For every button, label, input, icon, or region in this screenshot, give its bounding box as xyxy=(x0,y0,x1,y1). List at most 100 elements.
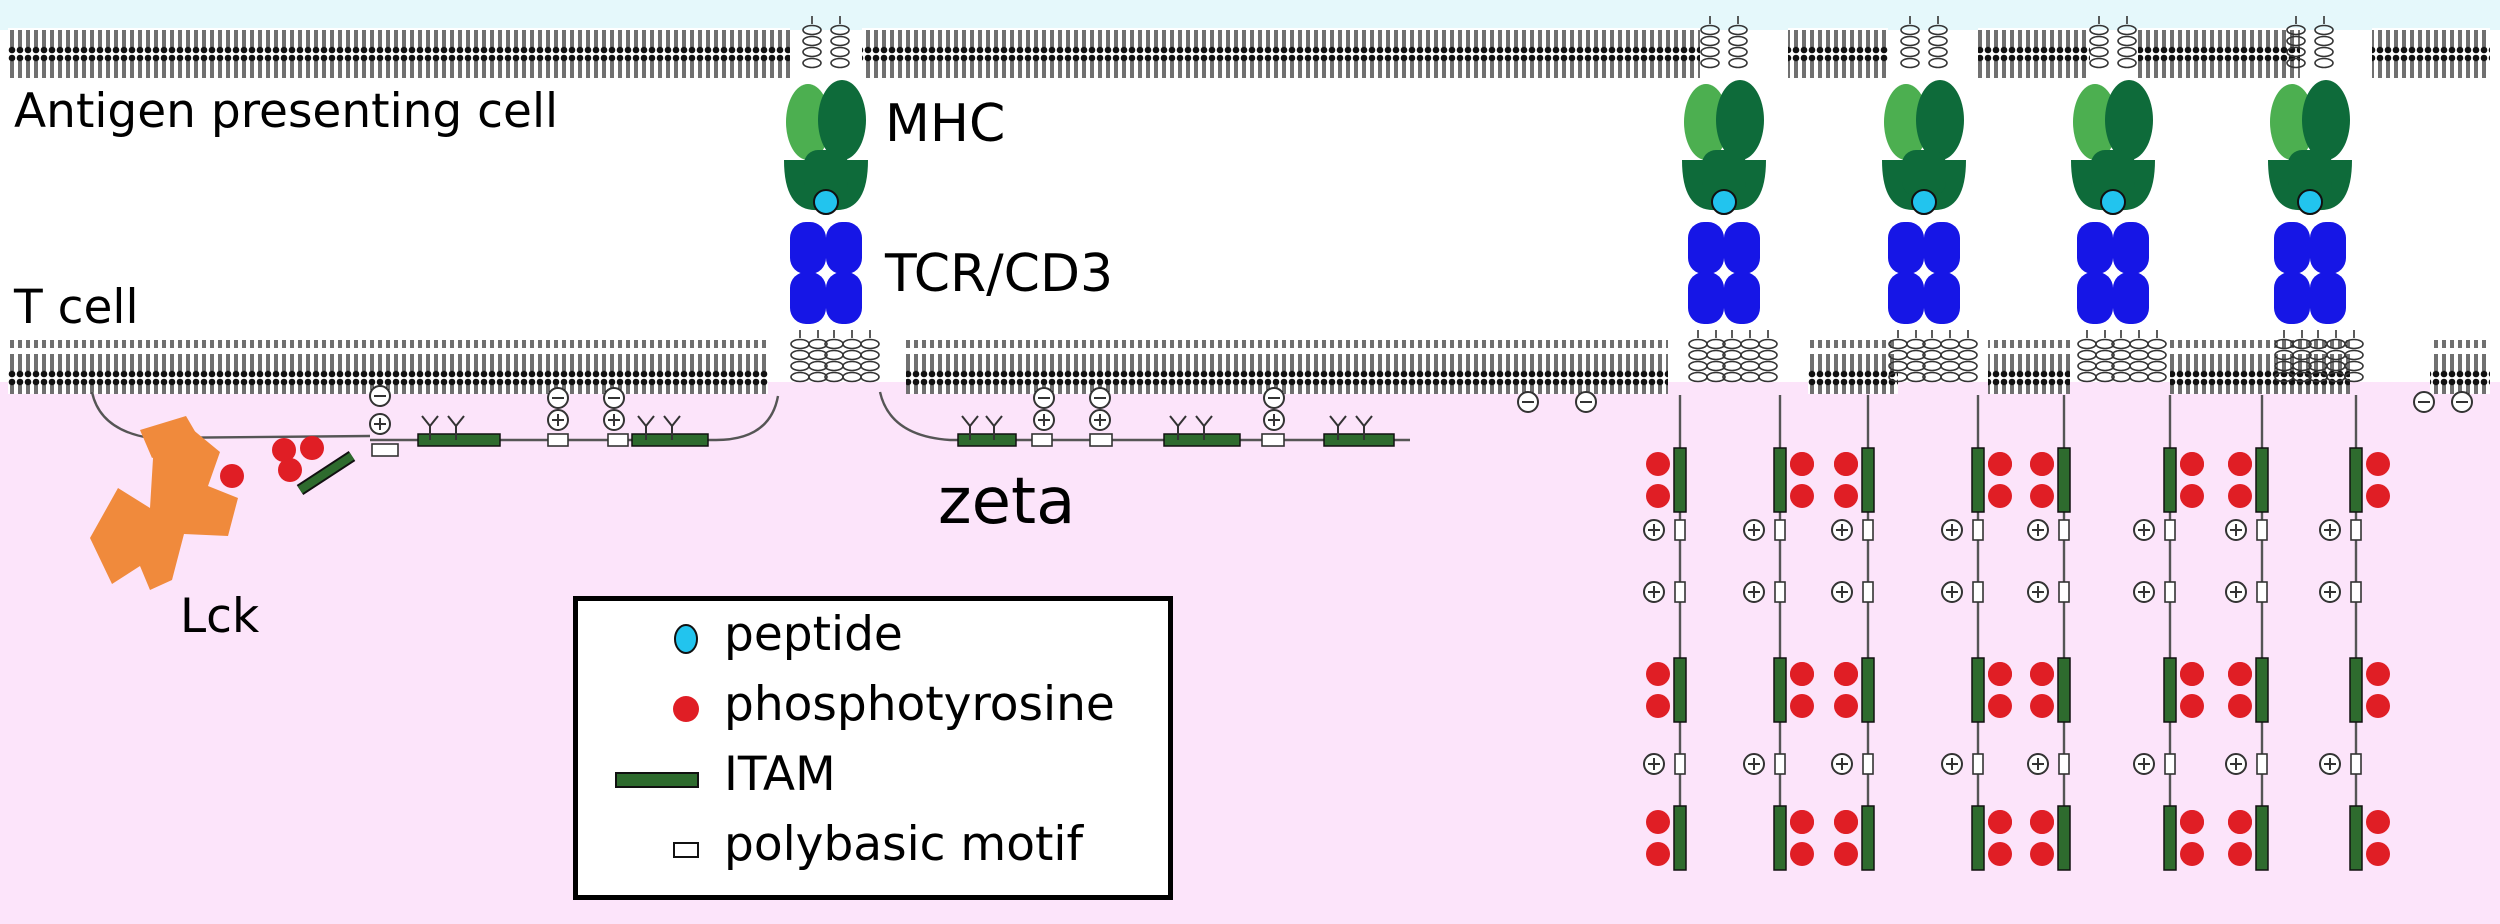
itam xyxy=(2163,805,2177,871)
phosphotyrosine xyxy=(2228,810,2252,834)
phosphotyrosine-icon xyxy=(673,696,699,722)
transmembrane-helix xyxy=(2095,330,2115,383)
positive-charge xyxy=(1089,409,1111,431)
phosphotyrosine xyxy=(272,438,296,462)
tyrosine-residue xyxy=(637,415,655,440)
tcr-domain xyxy=(826,272,862,324)
polybasic-motif xyxy=(2256,753,2268,775)
mhc-groove-left xyxy=(2071,160,2105,211)
tcr-domain xyxy=(2113,222,2149,274)
transmembrane-helix xyxy=(790,330,810,383)
positive-charge xyxy=(2225,581,2247,603)
transmembrane-helix xyxy=(1700,16,1720,69)
transmembrane-helix xyxy=(2089,16,2109,69)
transmembrane-helix xyxy=(1706,330,1726,383)
t-cell-membrane xyxy=(1988,340,2070,394)
proteins-layer xyxy=(784,16,2364,383)
polybasic-motif xyxy=(1862,581,1874,603)
mhc-groove-right xyxy=(1932,160,1966,211)
polybasic-motif xyxy=(1774,753,1786,775)
zeta-chain xyxy=(370,395,780,442)
phosphotyrosine xyxy=(1790,484,1814,508)
phosphotyrosine xyxy=(2030,662,2054,686)
transmembrane-helix xyxy=(1940,330,1960,383)
itam xyxy=(1773,657,1787,723)
phosphotyrosine xyxy=(1790,810,1814,834)
lck-label: Lck xyxy=(180,589,260,644)
positive-charge xyxy=(2133,519,2155,541)
positive-charge xyxy=(2319,753,2341,775)
phosphotyrosine xyxy=(2180,452,2204,476)
mhc-tcr-complex xyxy=(2071,80,2155,324)
tyrosine-residue xyxy=(985,415,1003,440)
transmembrane-helix xyxy=(2314,16,2334,69)
mhc-tcr-complex xyxy=(784,80,868,324)
tyrosine-residue xyxy=(421,415,439,440)
phosphotyrosine xyxy=(1834,694,1858,718)
mhc-alpha-domain xyxy=(2270,84,2314,160)
mhc-alpha-domain xyxy=(1884,84,1928,160)
zeta-chains-layer xyxy=(90,385,2473,871)
itam xyxy=(631,433,709,447)
phosphotyrosine xyxy=(2030,694,2054,718)
polybasic-motif xyxy=(2350,753,2362,775)
negative-charge xyxy=(2413,391,2435,413)
itam xyxy=(297,452,355,494)
itam xyxy=(1163,433,1241,447)
phosphotyrosine xyxy=(1646,842,1670,866)
peptide xyxy=(2297,189,2323,215)
apc-label: Antigen presenting cell xyxy=(14,84,559,139)
polybasic-motif xyxy=(1862,519,1874,541)
tcr-domain xyxy=(1724,222,1760,274)
itam xyxy=(1971,447,1985,513)
itam xyxy=(2349,447,2363,513)
peptide xyxy=(1911,189,1937,215)
tcr-domain xyxy=(1888,272,1924,324)
positive-charge xyxy=(1263,409,1285,431)
phosphotyrosine xyxy=(1988,484,2012,508)
phosphotyrosine xyxy=(2366,662,2390,686)
legend-label: ITAM xyxy=(724,747,836,802)
tcr-domain xyxy=(2310,222,2346,274)
tcr-domain xyxy=(1924,272,1960,324)
phosphotyrosine xyxy=(2030,452,2054,476)
phosphotyrosine xyxy=(1834,662,1858,686)
phosphotyrosine xyxy=(2366,842,2390,866)
mhc-groove-right xyxy=(2318,160,2352,211)
positive-charge xyxy=(2319,519,2341,541)
phosphotyrosine xyxy=(2030,484,2054,508)
polybasic-motif xyxy=(1774,581,1786,603)
negative-charge xyxy=(1089,387,1111,409)
transmembrane-helix xyxy=(2129,330,2149,383)
itam xyxy=(2349,657,2363,723)
itam xyxy=(2057,447,2071,513)
mhc-beta-domain xyxy=(2302,80,2350,160)
legend-label: phosphotyrosine xyxy=(724,677,1115,732)
positive-charge xyxy=(1831,519,1853,541)
positive-charge xyxy=(1643,581,1665,603)
legend-item-phosphotyrosine: phosphotyrosine xyxy=(578,671,1168,732)
phosphotyrosine xyxy=(2030,842,2054,866)
mhc-groove-left xyxy=(1882,160,1916,211)
phosphotyrosine xyxy=(278,458,302,482)
mhc-alpha-domain xyxy=(2073,84,2117,160)
transmembrane-helix xyxy=(830,16,850,69)
polybasic-motif xyxy=(1089,433,1113,447)
itam xyxy=(2057,657,2071,723)
positive-charge xyxy=(1743,519,1765,541)
t-cell-membrane xyxy=(2430,340,2490,394)
transmembrane-helix xyxy=(860,330,880,383)
positive-charge xyxy=(1743,753,1765,775)
polybasic-motif xyxy=(1674,753,1686,775)
phosphotyrosine xyxy=(1988,842,2012,866)
transmembrane-helix xyxy=(2286,16,2306,69)
apc-membrane xyxy=(862,28,1700,82)
phosphotyrosine xyxy=(1646,810,1670,834)
positive-charge xyxy=(2133,581,2155,603)
mhc-tcr-complex xyxy=(1682,80,1766,324)
transmembrane-helix xyxy=(2077,330,2097,383)
negative-charge xyxy=(1263,387,1285,409)
negative-charge xyxy=(1033,387,1055,409)
transmembrane-helix xyxy=(1758,330,1778,383)
phosphotyrosine xyxy=(1988,452,2012,476)
